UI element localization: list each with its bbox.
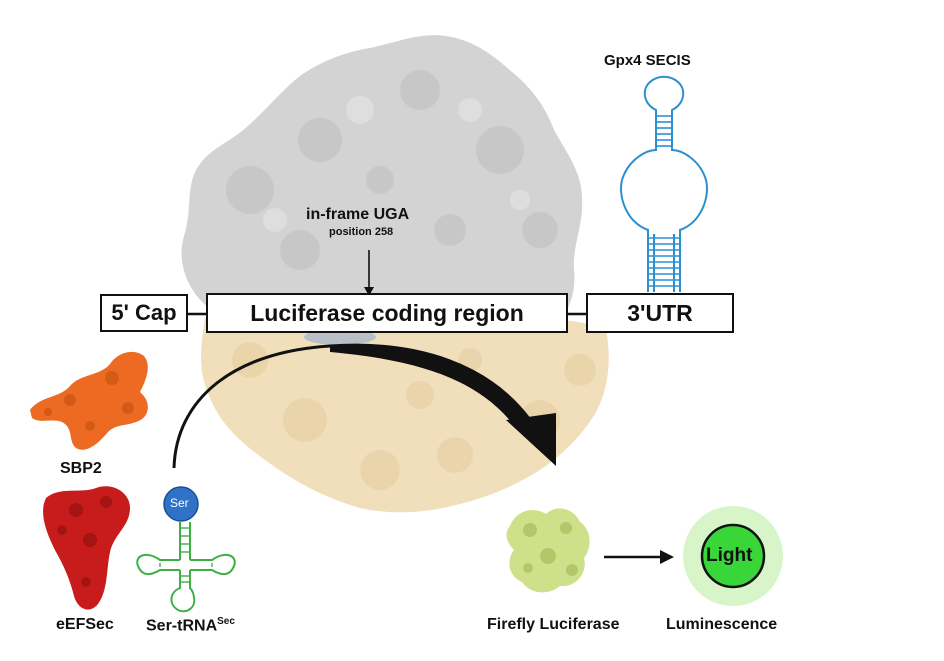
luciferase-label: Firefly Luciferase	[487, 616, 620, 633]
ser-ball-icon	[163, 486, 199, 522]
sbp2-label: SBP2	[60, 460, 102, 477]
secis-hairpin-icon	[620, 75, 708, 292]
trna-cloverleaf-icon	[136, 522, 236, 613]
ribosome-large-subunit	[201, 318, 609, 513]
translation-arrow	[172, 343, 556, 469]
luminescence-label: Luminescence	[666, 616, 778, 633]
luciferase-protein-icon	[506, 508, 590, 593]
trna-label-superscript: Sec	[217, 616, 235, 627]
uga-arrow-head	[364, 287, 374, 296]
uga-title: in-frame UGA	[306, 206, 410, 223]
eefsec-label: eEFSec	[56, 616, 114, 633]
sbp2-protein-icon	[30, 351, 148, 450]
luminescence-arrow-head	[660, 550, 674, 564]
coding-region-box: Luciferase coding region	[206, 293, 568, 333]
light-label: Light	[706, 545, 753, 566]
uga-subtitle: position 258	[329, 226, 394, 238]
secis-label: Gpx4 SECIS	[604, 52, 691, 69]
ser-label: Ser	[170, 496, 189, 510]
cap-box: 5' Cap	[100, 294, 188, 332]
trna-label-main: Ser-tRNA	[146, 617, 218, 635]
ribosome-small-subunit	[181, 35, 583, 345]
trna-label: Ser-tRNASec	[146, 616, 235, 635]
eefsec-protein-icon	[43, 486, 130, 610]
utr-box: 3'UTR	[586, 293, 734, 333]
light-core	[700, 523, 766, 589]
